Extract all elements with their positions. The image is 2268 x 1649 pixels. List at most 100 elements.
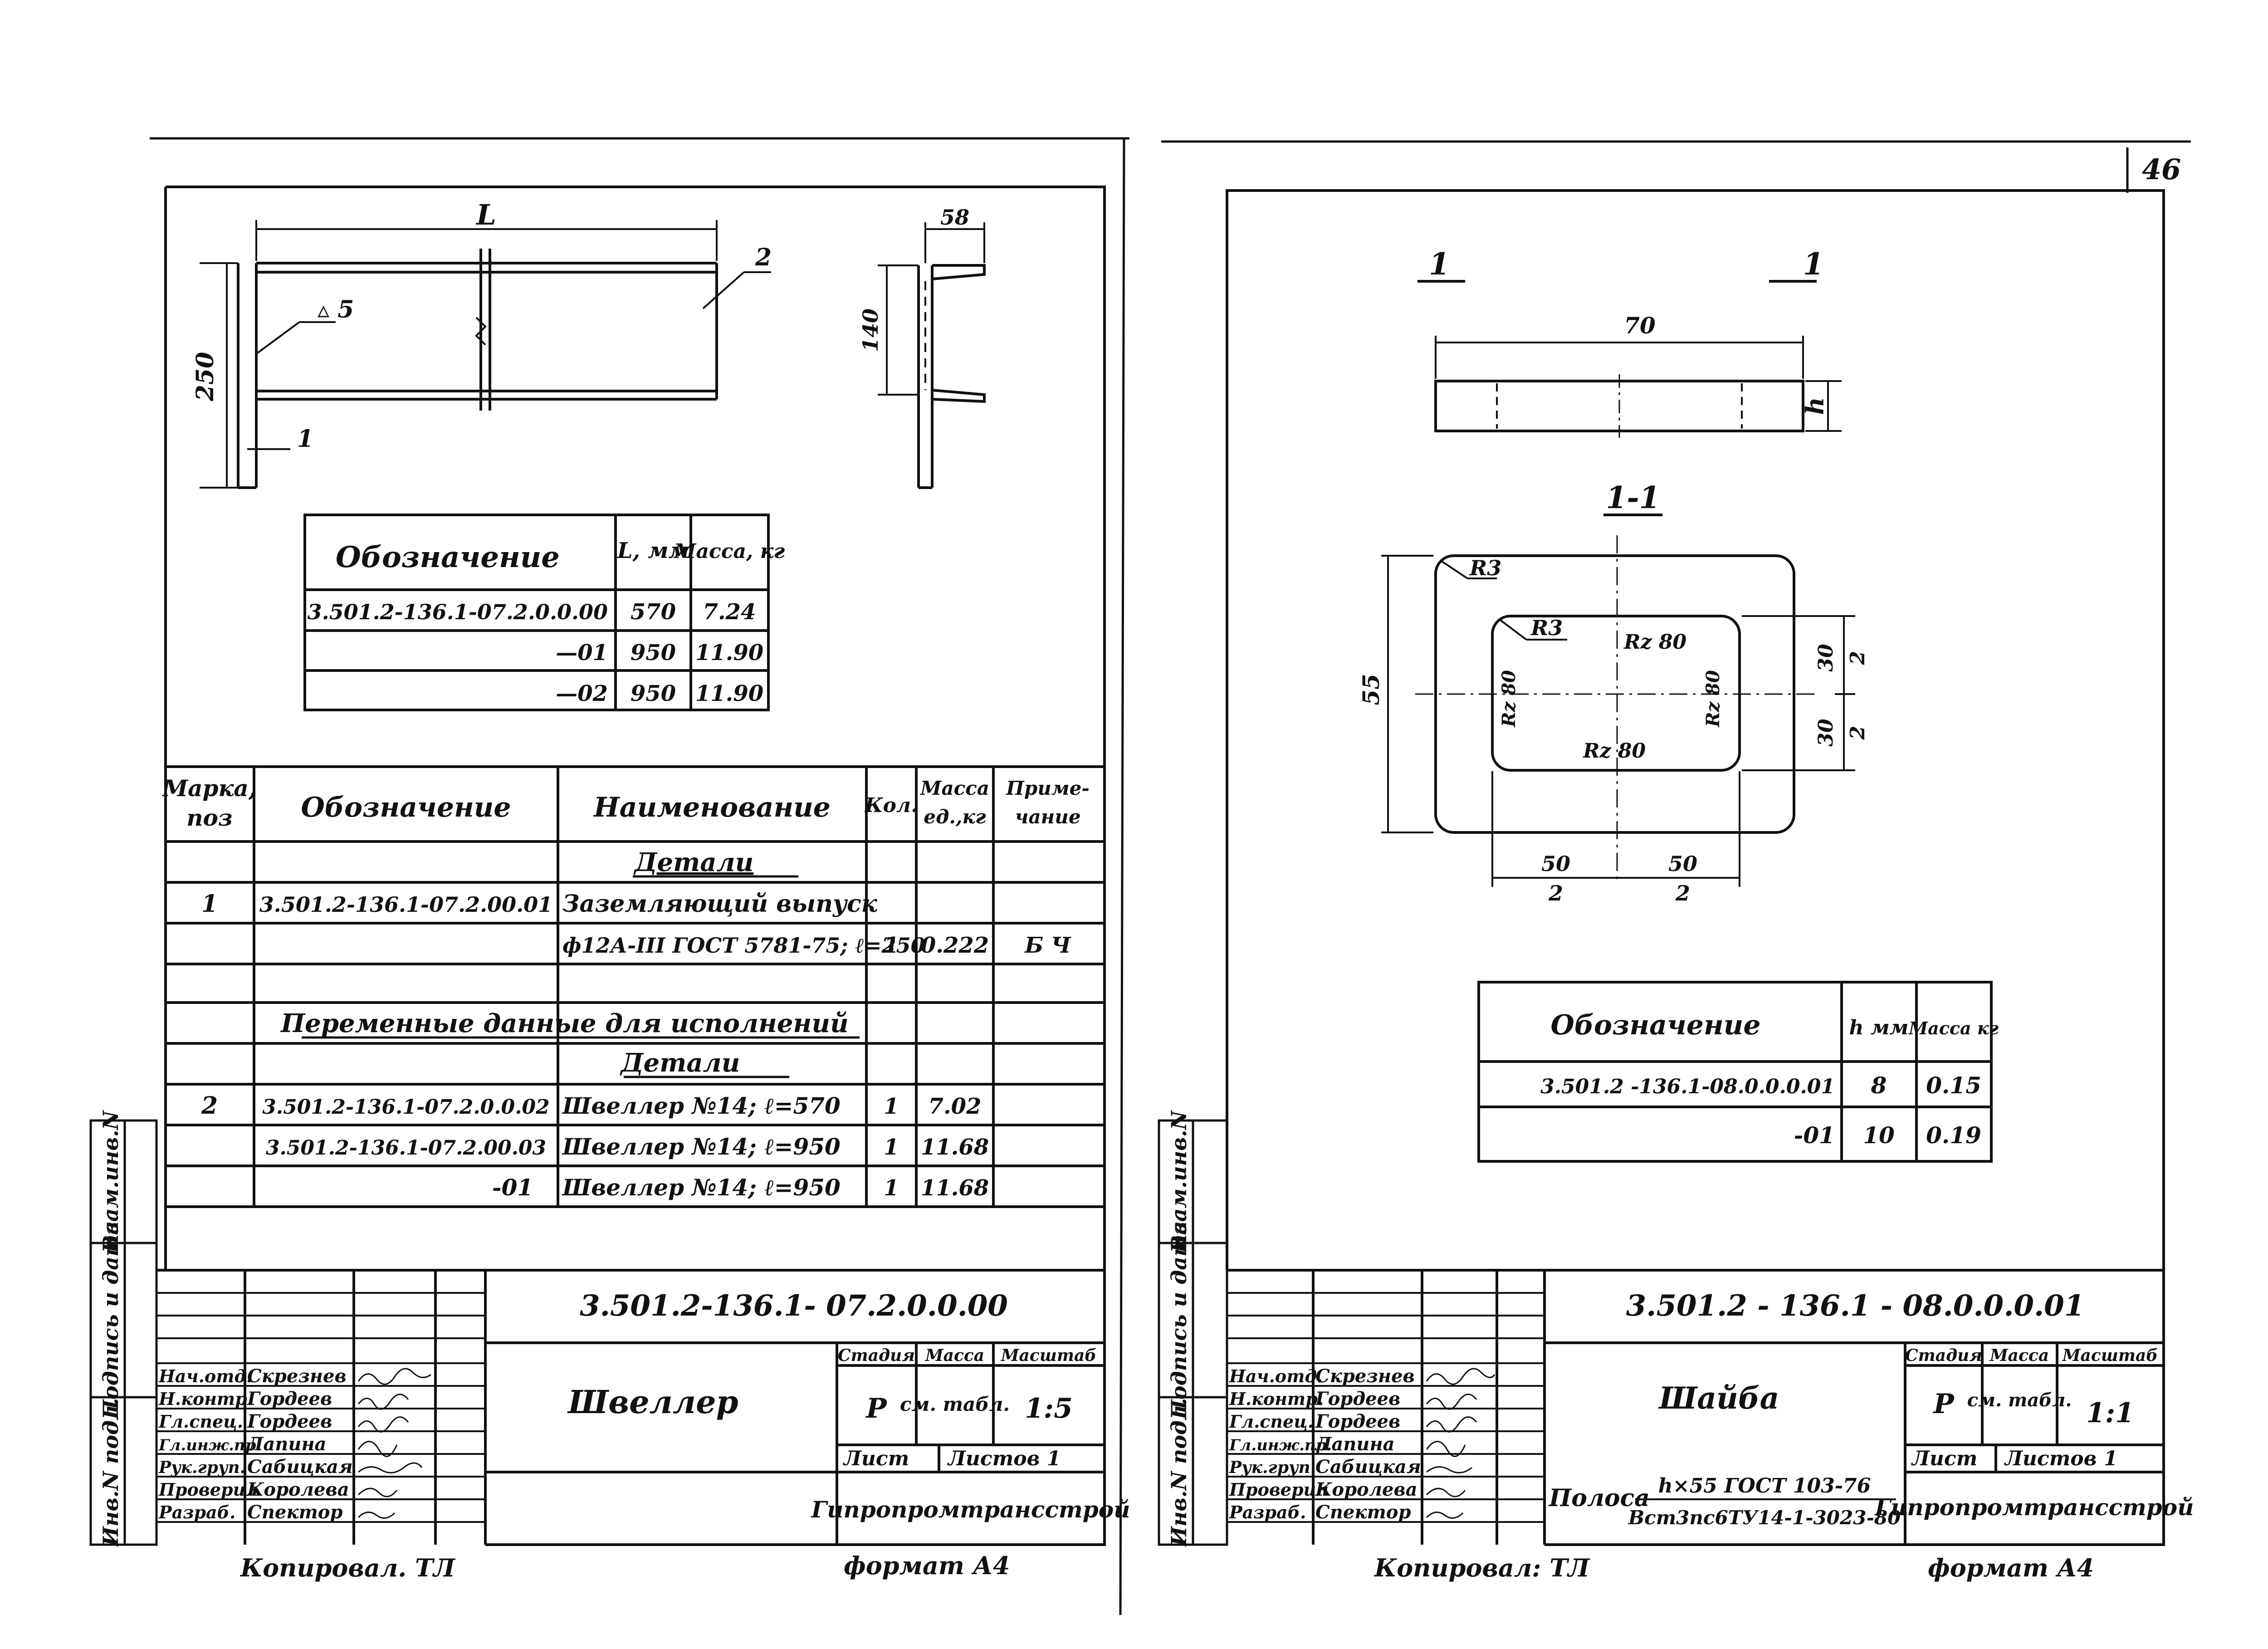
right-tb-material-top: h×55 ГОСТ 103-76 <box>1658 1474 1871 1497</box>
right-tb-code: 3.501.2 - 136.1 - 08.0.0.0.01 <box>1626 1289 2085 1323</box>
rv-row2-mass: 0.19 <box>1926 1122 1981 1149</box>
right-name-1: Гордеев <box>1315 1388 1400 1409</box>
left-role-4: Рук.груп. <box>158 1458 245 1477</box>
left-tb-mass-label: Масса <box>924 1346 984 1365</box>
rv-row1-mass: 0.15 <box>1926 1072 1981 1099</box>
spec-r2-pos: 2 <box>201 1092 218 1120</box>
spec-r1-name: Заземляющий выпуск <box>562 890 878 918</box>
lv-header-mass: Масса, кг <box>673 540 785 563</box>
left-name-4: Сабицкая <box>247 1456 353 1478</box>
right-tb-material-prefix: Полоса <box>1548 1484 1650 1512</box>
spec-h-name: Наименование <box>593 792 831 823</box>
right-name-0: Скрезнев <box>1315 1365 1415 1387</box>
lv-header-length: L, мм <box>616 538 689 563</box>
right-role-5: Проверил <box>1229 1479 1329 1500</box>
left-role-2: Гл.спец. <box>158 1411 243 1432</box>
rv-header-h: h мм <box>1849 1016 1909 1039</box>
spec-section-details2: Детали <box>620 1048 740 1078</box>
spec-r3-mass: 11.68 <box>921 1135 989 1160</box>
left-tb-stage-label: Стадия <box>838 1346 915 1365</box>
left-name-2: Гордеев <box>247 1411 332 1432</box>
dim-50a-denominator: 2 <box>1548 881 1563 905</box>
spec-h-qty: Кол. <box>864 794 918 817</box>
dim-2a: 2 <box>1846 651 1869 665</box>
spec-r2-code: 3.501.2-136.1-07.2.0.0.02 <box>262 1096 550 1119</box>
dim-250: 250 <box>191 352 219 402</box>
left-name-6: Спектор <box>247 1502 342 1523</box>
lv-row1-length: 570 <box>631 599 676 625</box>
left-tb-stage: Р <box>865 1393 887 1424</box>
dim-50b: 50 <box>1668 851 1697 876</box>
right-tb-scale-label: Масштаб <box>2062 1346 2158 1365</box>
right-role-2: Гл.спец. <box>1229 1411 1314 1432</box>
left-side-label-vzam: Взам.инв.N <box>98 1110 123 1254</box>
rv-header-designation: Обозначение <box>1550 1009 1760 1041</box>
rv-row2-code: -01 <box>1794 1122 1835 1149</box>
left-tb-scale-label: Масштаб <box>1000 1346 1097 1365</box>
spec-r1b-mass: 0.222 <box>921 933 989 958</box>
right-side-strip <box>1158 1119 1228 1546</box>
left-signatures <box>357 1368 431 1519</box>
weld-label: ▵ 5 <box>318 296 354 323</box>
washer-side-view <box>1434 336 1842 438</box>
right-role-6: Разраб. <box>1229 1502 1306 1522</box>
left-format: формат А4 <box>844 1551 1010 1580</box>
right-name-3: Лапина <box>1315 1434 1395 1455</box>
left-role-6: Разраб. <box>158 1502 235 1522</box>
spec-r4-code: -01 <box>492 1174 533 1201</box>
rz-right: Rz 80 <box>1702 670 1724 728</box>
channel-section <box>878 222 986 489</box>
spec-r3-qty: 1 <box>884 1135 899 1160</box>
spec-r2-qty: 1 <box>884 1094 899 1119</box>
left-tb-code: 3.501.2-136.1- 07.2.0.0.00 <box>580 1289 1008 1323</box>
spec-r4-name: Швеллер №14; ℓ=950 <box>562 1174 841 1201</box>
lv-row1-mass: 7.24 <box>703 599 756 625</box>
left-name-3: Лапина <box>246 1434 327 1455</box>
spec-r4-qty: 1 <box>884 1175 899 1201</box>
left-copied: Копировал. ТЛ <box>240 1553 456 1582</box>
right-tb-scale: 1:1 <box>2086 1397 2134 1429</box>
spec-section-variable: Переменные данные для исполнений <box>280 1008 849 1038</box>
dim-140: 140 <box>858 308 883 352</box>
rv-row2-h: 10 <box>1863 1122 1895 1149</box>
section-mark-right: 1 <box>1803 246 1824 282</box>
spec-r3-code: 3.501.2-136.1-07.2.00.03 <box>266 1136 546 1160</box>
right-tb-material-bottom: Вст3пс6ТУ14-1-3023-80 <box>1628 1507 1901 1529</box>
left-tb-sheets: Листов 1 <box>947 1447 1061 1470</box>
lv-row3-code: —02 <box>556 681 608 706</box>
right-tb-sheets: Листов 1 <box>2004 1447 2117 1470</box>
spec-r2-mass: 7.02 <box>929 1094 982 1119</box>
left-frame <box>164 186 1106 1546</box>
section-title: 1-1 <box>1606 480 1660 515</box>
page-number: 46 <box>2142 153 2181 186</box>
section-mark-left: 1 <box>1429 246 1450 282</box>
rv-header-mass: Масса кг <box>1908 1018 1999 1038</box>
dim-2b: 2 <box>1846 726 1869 740</box>
right-name-4: Сабицкая <box>1315 1456 1421 1478</box>
right-side-label-inv: Инв.N подл. <box>1167 1398 1191 1547</box>
right-signatures <box>1426 1368 1496 1519</box>
dim-30a: 30 <box>1814 644 1838 672</box>
spec-r4-mass: 11.68 <box>921 1175 989 1201</box>
left-name-5: Королева <box>247 1479 349 1500</box>
right-role-0: Нач.отд. <box>1229 1366 1323 1386</box>
right-role-3: Гл.инж.пр. <box>1229 1436 1332 1454</box>
right-name-2: Гордеев <box>1315 1411 1400 1432</box>
lv-row3-length: 950 <box>631 681 676 706</box>
spec-h-note: Приме-чание <box>1006 777 1090 828</box>
right-role-1: Н.контр. <box>1229 1389 1324 1409</box>
right-tb-mass: см. табл. <box>1967 1390 2072 1411</box>
right-name-5: Королева <box>1315 1479 1418 1500</box>
left-role-3: Гл.инж.пр. <box>158 1436 261 1454</box>
left-side-label-inv: Инв.N подл. <box>98 1398 123 1547</box>
right-tb-mass-label: Масса <box>1989 1346 2049 1365</box>
pos-1-label: 1 <box>297 425 313 453</box>
dim-50a: 50 <box>1541 851 1570 876</box>
dim-L: L <box>475 198 496 231</box>
spec-r1b-note: Б Ч <box>1024 933 1071 958</box>
dim-58: 58 <box>940 205 969 230</box>
left-variants-table <box>303 514 770 711</box>
right-frame <box>1226 189 2165 1546</box>
right-copied: Копировал: ТЛ <box>1374 1553 1590 1582</box>
right-side-label-vzam: Взам.инв.N <box>1167 1110 1191 1254</box>
